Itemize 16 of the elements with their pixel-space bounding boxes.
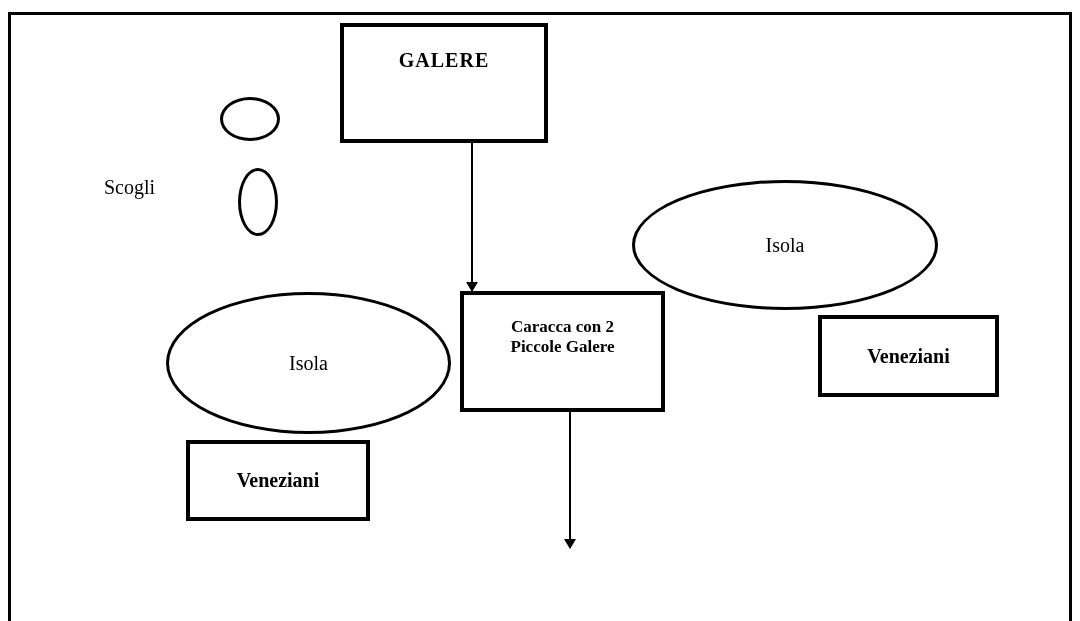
rock-ellipse <box>220 97 280 141</box>
label-box <box>340 23 548 143</box>
box-label: Veneziani <box>867 344 950 368</box>
rock-ellipse <box>238 168 278 236</box>
island-ellipse <box>166 292 451 434</box>
rocks-label: Scogli <box>104 176 156 199</box>
arrow <box>564 411 576 549</box>
arrow <box>466 142 478 292</box>
label-box <box>186 440 370 521</box>
label-box <box>818 315 999 397</box>
island-label: Isola <box>289 351 328 375</box>
label-box <box>460 291 665 412</box>
box-label: Veneziani <box>236 469 320 492</box>
island-label: Isola <box>765 233 805 257</box>
box-label: GALERE <box>398 49 490 72</box>
box-label: Caracca con 2 Piccole Galere <box>509 317 616 357</box>
